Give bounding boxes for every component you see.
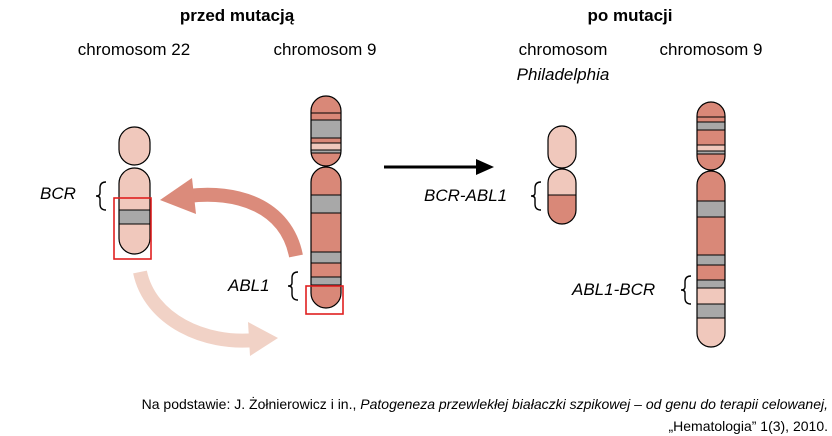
bcr-highlight-box [113, 197, 152, 260]
translocation-arrow-lower [133, 270, 278, 356]
transformation-arrow [384, 159, 494, 175]
label-chromosome-9-before: chromosom 9 [273, 40, 377, 59]
gene-label-bcr: BCR [40, 184, 76, 203]
heading-before: przed mutacją [179, 6, 295, 25]
bracket-bcr-abl1 [530, 181, 542, 211]
bracket-abl1 [287, 271, 299, 301]
label-philadelphia-line1: chromosom [518, 40, 608, 59]
gene-label-bcr-abl1: BCR-ABL1 [424, 186, 508, 205]
chromosome-9-before [305, 95, 344, 315]
chromosome-22 [113, 126, 152, 260]
gene-label-abl1-bcr: ABL1-BCR [572, 280, 656, 299]
bracket-abl1-bcr [680, 275, 692, 305]
bracket-bcr [95, 181, 107, 211]
gene-label-abl1: ABL1 [228, 276, 270, 295]
abl1-highlight-box [305, 285, 344, 315]
chromosome-philadelphia [547, 125, 577, 225]
heading-after: po mutacji [587, 6, 673, 25]
label-philadelphia-line2: Philadelphia [516, 65, 610, 84]
label-chromosome-9-after: chromosom 9 [659, 40, 763, 59]
caption-title: Patogeneza przewlekłej białaczki szpikow… [360, 396, 828, 412]
caption-prefix: Na podstawie: J. Żołnierowicz i in., [141, 396, 361, 412]
caption-line-1: Na podstawie: J. Żołnierowicz i in., Pat… [142, 396, 828, 412]
label-chromosome-22: chromosom 22 [77, 40, 191, 59]
caption-line-2: „Hematologia” 1(3), 2010. [668, 418, 828, 434]
translocation-arrow-upper [160, 178, 303, 258]
chromosome-9-after [696, 101, 726, 348]
